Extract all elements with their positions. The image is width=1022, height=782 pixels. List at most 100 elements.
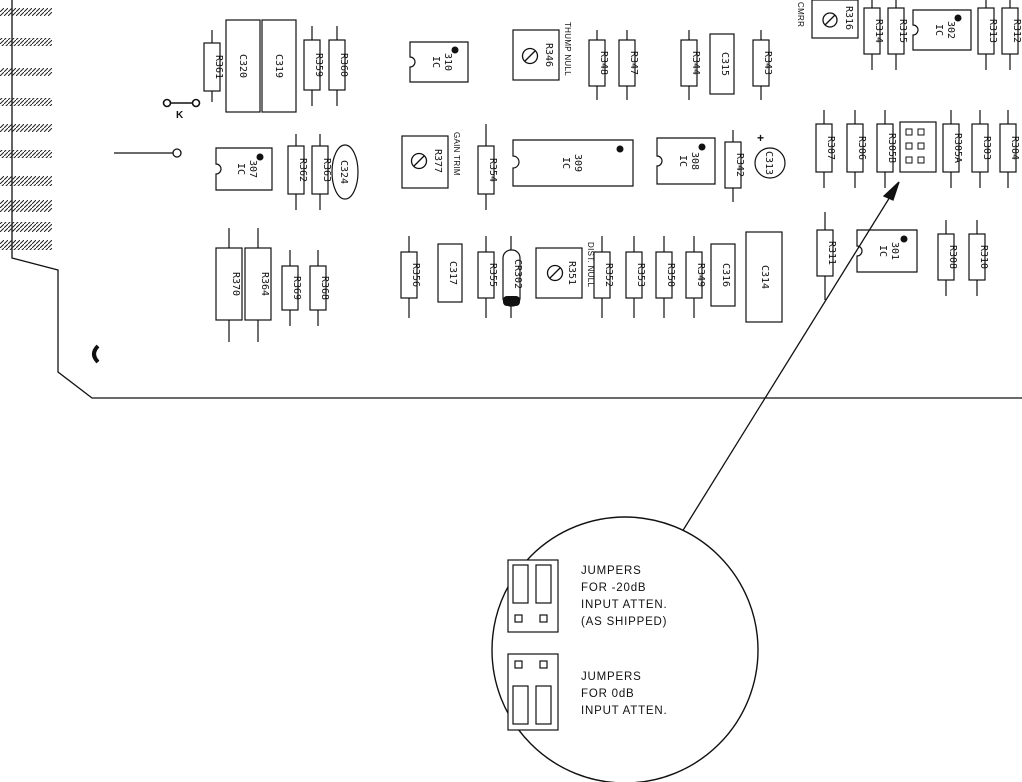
svg-text:307: 307: [247, 160, 258, 178]
svg-text:R363: R363: [321, 158, 332, 182]
svg-text:R347: R347: [628, 51, 639, 75]
capacitor-c324: C324: [331, 144, 359, 200]
resistor-r370: R370: [215, 228, 243, 342]
potentiometer-r377: R377: [401, 135, 449, 189]
svg-text:R353: R353: [635, 263, 646, 287]
resistor-r359: R359: [303, 26, 324, 106]
resistor-r348: R348: [588, 30, 609, 100]
svg-text:R359: R359: [313, 53, 324, 77]
svg-text:R344: R344: [690, 51, 701, 75]
svg-text:R307: R307: [825, 136, 836, 160]
svg-text:R368: R368: [319, 276, 330, 300]
svg-text:INPUT ATTEN.: INPUT ATTEN.: [581, 599, 668, 611]
svg-text:R362: R362: [297, 158, 308, 182]
resistor-r343: R343: [752, 30, 773, 100]
resistor-r353: R353: [625, 236, 646, 318]
svg-text:C313: C313: [763, 151, 774, 175]
resistor-r314: R314: [863, 0, 884, 70]
svg-text:IC: IC: [877, 245, 888, 257]
svg-text:C319: C319: [273, 54, 284, 78]
capacitor-c315: C315: [709, 33, 735, 95]
svg-text:R361: R361: [213, 55, 224, 79]
svg-text:R350: R350: [665, 263, 676, 287]
resistor-r361: R361: [203, 30, 224, 102]
resistor-r304: R304: [999, 110, 1020, 188]
jumper-block-board: [899, 121, 937, 173]
svg-text:R364: R364: [259, 272, 270, 296]
callout-jumper-block-20db: [507, 559, 559, 633]
svg-text:JUMPERS: JUMPERS: [581, 671, 642, 683]
svg-text:IC: IC: [677, 155, 688, 167]
resistor-r315: R315: [887, 0, 908, 70]
k-jumper: [162, 98, 201, 108]
svg-text:R370: R370: [230, 272, 241, 296]
resistor-r360: R360: [328, 26, 349, 106]
resistor-r349: R349: [685, 236, 706, 318]
resistor-r350: R350: [655, 236, 676, 318]
k-label: K: [176, 110, 184, 121]
svg-text:IC: IC: [430, 56, 441, 68]
mounting-hole: [92, 344, 100, 364]
resistor-r312: R312: [1001, 0, 1022, 70]
potentiometer-r346: R346: [512, 29, 560, 81]
svg-text:R369: R369: [291, 276, 302, 300]
caption-thump-null: THUMP NULL: [563, 22, 572, 76]
resistor-r307: R307: [815, 110, 836, 188]
potentiometer-r351: R351: [535, 247, 583, 299]
capacitor-c314: C314: [745, 231, 783, 323]
test-point: [114, 148, 182, 158]
resistor-r310: R310: [968, 220, 989, 296]
svg-text:JUMPERS: JUMPERS: [581, 565, 642, 577]
resistor-r368: R368: [309, 250, 330, 326]
diode-cr302: CR302: [502, 236, 523, 318]
svg-text:R312: R312: [1011, 19, 1022, 43]
svg-text:CR302: CR302: [512, 259, 523, 289]
svg-text:C316: C316: [720, 263, 731, 287]
svg-text:R311: R311: [826, 241, 837, 265]
callout-jumper-block-0db: [507, 653, 559, 731]
capacitor-c317: C317: [437, 243, 463, 303]
svg-text:R356: R356: [410, 263, 421, 287]
svg-text:309: 309: [572, 154, 583, 172]
capacitor-c313: C313: [754, 147, 786, 179]
capacitor-c320: C320: [225, 19, 261, 113]
board-outline: [11, 0, 1022, 399]
callout-circle: [491, 516, 759, 782]
svg-text:R351: R351: [566, 261, 577, 285]
svg-text:IC: IC: [560, 157, 571, 169]
svg-text:R346: R346: [543, 43, 554, 67]
svg-text:R315: R315: [897, 19, 908, 43]
capacitor-c319: C319: [261, 19, 297, 113]
resistor-r354: R354: [477, 124, 498, 210]
resistor-r364: R364: [244, 228, 272, 342]
svg-text:C320: C320: [237, 54, 248, 78]
caption-gain-trim: GAIN TRIM: [452, 132, 461, 176]
svg-text:R310: R310: [978, 245, 989, 269]
svg-text:(AS SHIPPED): (AS SHIPPED): [581, 616, 667, 628]
svg-text:302: 302: [945, 21, 956, 39]
svg-text:R314: R314: [873, 19, 884, 43]
ic-309: IC 309: [512, 139, 634, 187]
svg-text:R304: R304: [1009, 136, 1020, 160]
svg-text:R354: R354: [487, 158, 498, 182]
svg-text:IC: IC: [933, 24, 944, 36]
callout-text-20db: JUMPERS FOR -20dB INPUT ATTEN. (AS SHIPP…: [581, 565, 668, 628]
svg-text:C314: C314: [759, 265, 770, 289]
svg-text:R305A: R305A: [952, 133, 963, 163]
resistor-r347: R347: [618, 30, 639, 100]
ic-308: IC 308: [656, 137, 716, 185]
caption-dist-null: DIST. NULL: [586, 242, 595, 287]
ic-310: IC 310: [409, 41, 469, 83]
ic-301: IC 301: [856, 229, 918, 273]
resistor-r308: R308: [937, 220, 958, 296]
svg-text:FOR 0dB: FOR 0dB: [581, 688, 635, 700]
svg-text:R355: R355: [487, 263, 498, 287]
svg-text:R343: R343: [762, 51, 773, 75]
svg-text:R349: R349: [695, 263, 706, 287]
capacitor-c316: C316: [710, 243, 736, 307]
svg-text:C324: C324: [338, 160, 349, 184]
resistor-r362: R362: [287, 134, 308, 210]
edge-connector: [0, 8, 52, 250]
resistor-r305b: R305B: [876, 110, 897, 188]
